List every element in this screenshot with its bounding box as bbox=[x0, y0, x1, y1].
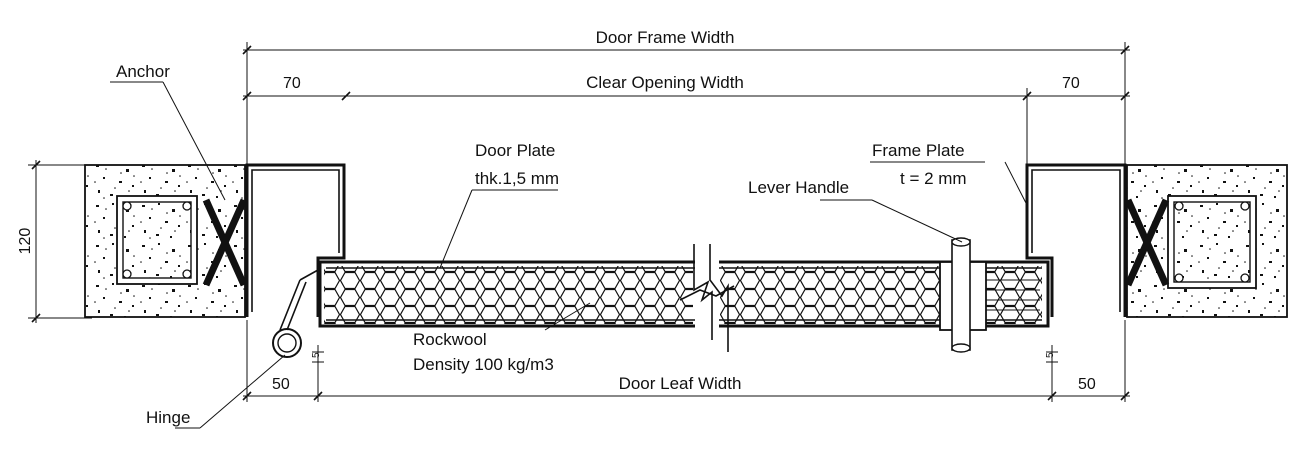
hinge bbox=[272, 269, 319, 358]
clear-opening-width-label: Clear Opening Width bbox=[586, 73, 744, 92]
leader-lines bbox=[110, 81, 1028, 429]
door-leaf bbox=[318, 244, 1050, 352]
left-wall bbox=[84, 164, 248, 318]
right-wall bbox=[1124, 164, 1288, 318]
door-frame-width-label: Door Frame Width bbox=[596, 28, 735, 47]
lever-handle-label: Lever Handle bbox=[748, 178, 849, 197]
leaf-gap-left-dimension: 50 bbox=[272, 376, 290, 393]
clearance-right-dimension: 5 bbox=[1045, 352, 1056, 358]
lever-handle bbox=[939, 237, 1040, 353]
frame-left-dimension: 70 bbox=[283, 75, 301, 92]
frame-plate-label-line2: t = 2 mm bbox=[900, 169, 967, 188]
door-plate-label-line1: Door Plate bbox=[475, 141, 555, 160]
frame-plate-label-line1: Frame Plate bbox=[872, 141, 965, 160]
clearance-left-dimension: 5 bbox=[311, 352, 322, 358]
door-leaf-width-label: Door Leaf Width bbox=[619, 374, 742, 393]
frame-right-dimension: 70 bbox=[1062, 75, 1080, 92]
right-frame-profile bbox=[1025, 163, 1127, 317]
rockwool-label-line1: Rockwool bbox=[413, 330, 487, 349]
dimension-lines bbox=[28, 42, 1130, 402]
leaf-gap-right-dimension: 50 bbox=[1078, 376, 1096, 393]
left-frame-profile bbox=[245, 163, 346, 317]
hinge-label: Hinge bbox=[146, 408, 190, 427]
labels: Door Frame Width Clear Opening Width Doo… bbox=[17, 28, 1096, 427]
door-plate-label-line2: thk.1,5 mm bbox=[475, 169, 559, 188]
wall-thickness-dimension: 120 bbox=[17, 228, 34, 255]
rockwool-label-line2: Density 100 kg/m3 bbox=[413, 355, 554, 374]
anchor-label: Anchor bbox=[116, 62, 170, 81]
